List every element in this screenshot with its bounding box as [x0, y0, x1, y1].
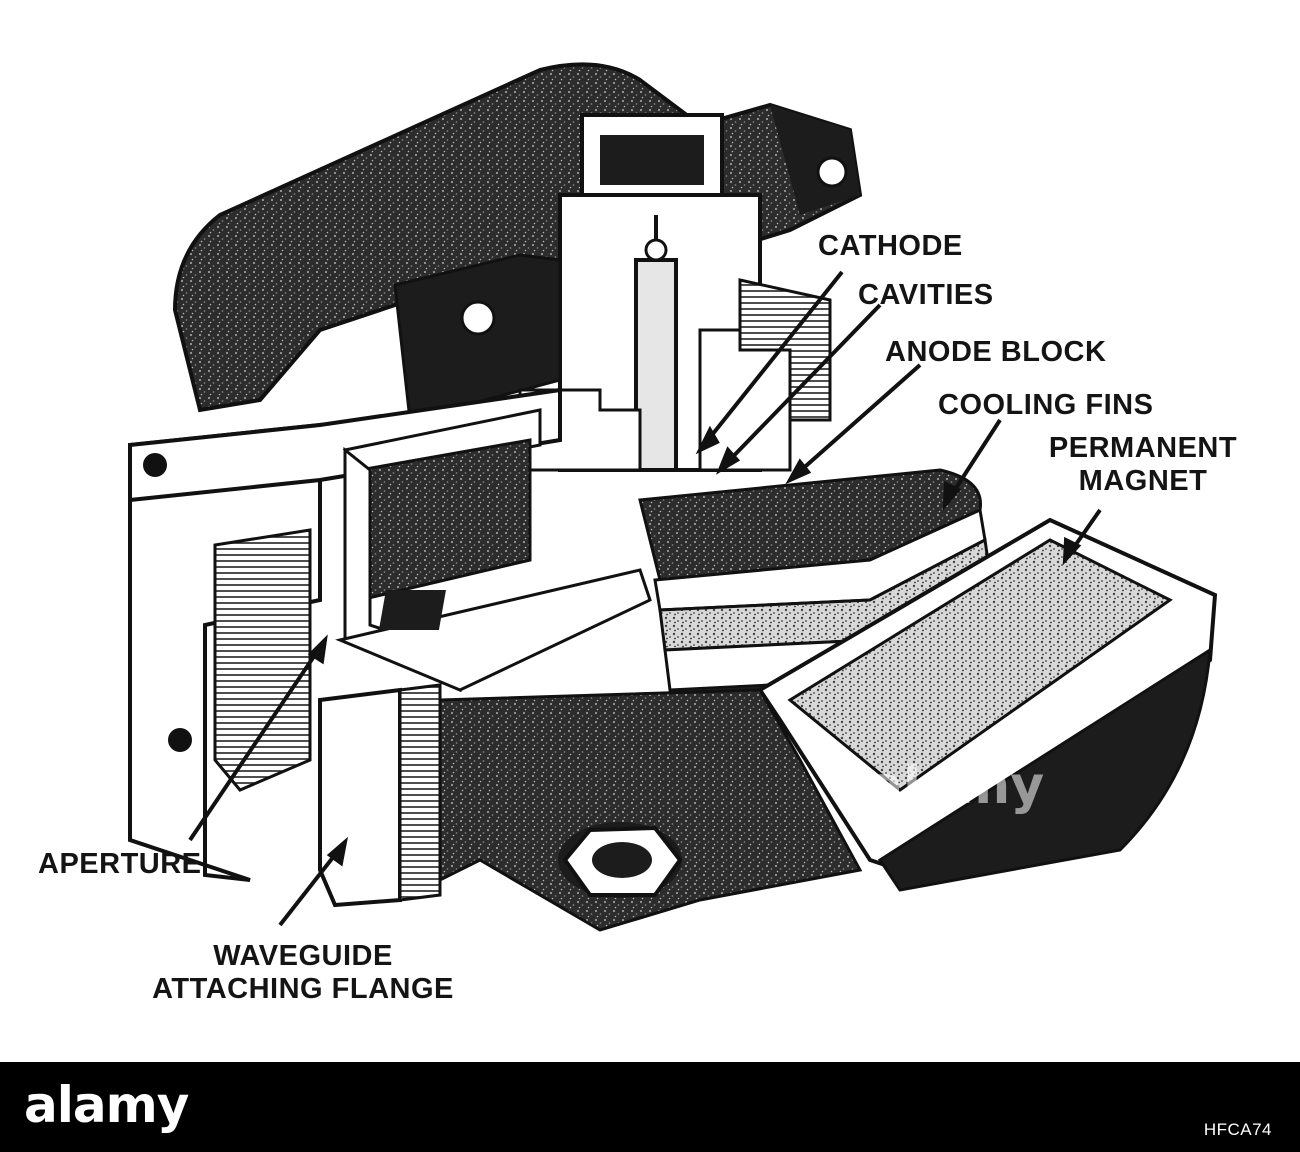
- magnet-base: [438, 688, 863, 932]
- footer-bar: alamy HFCA74: [0, 1062, 1300, 1152]
- label-anode-block: ANODE BLOCK: [885, 336, 1107, 368]
- pole-piece-block: [393, 253, 562, 422]
- aperture-frame: [335, 408, 652, 693]
- permanent-magnet: [757, 517, 1218, 892]
- label-waveguide-line1: WAVEGUIDE: [213, 940, 393, 972]
- magnetron-illustration: [128, 62, 1218, 932]
- leader-anode-block: [788, 363, 922, 482]
- cathode-housing: [558, 113, 762, 472]
- label-cooling-fins: COOLING FINS: [938, 389, 1154, 421]
- leader-aperture: [188, 638, 327, 842]
- label-permanent-magnet-line1: PERMANENT: [1048, 432, 1238, 464]
- watermark-logo: alamy: [868, 756, 1045, 816]
- label-permanent-magnet: PERMANENT MAGNET: [1028, 432, 1258, 498]
- label-cavities: CAVITIES: [858, 279, 994, 311]
- image-id: HFCA74: [1203, 1120, 1272, 1139]
- label-waveguide-line2: ATTACHING FLANGE: [152, 973, 454, 1005]
- waveguide-flange: [128, 387, 562, 908]
- label-cathode: CATHODE: [818, 230, 963, 262]
- label-aperture: APERTURE: [38, 848, 202, 880]
- leader-lines: [188, 270, 1102, 927]
- label-waveguide-attaching-flange: WAVEGUIDE ATTACHING FLANGE: [128, 940, 478, 1006]
- leader-cavities: [718, 303, 882, 472]
- leader-cathode: [698, 270, 844, 452]
- label-permanent-magnet-line2: MAGNET: [1078, 465, 1208, 497]
- brand-logo: alamy: [24, 1076, 189, 1134]
